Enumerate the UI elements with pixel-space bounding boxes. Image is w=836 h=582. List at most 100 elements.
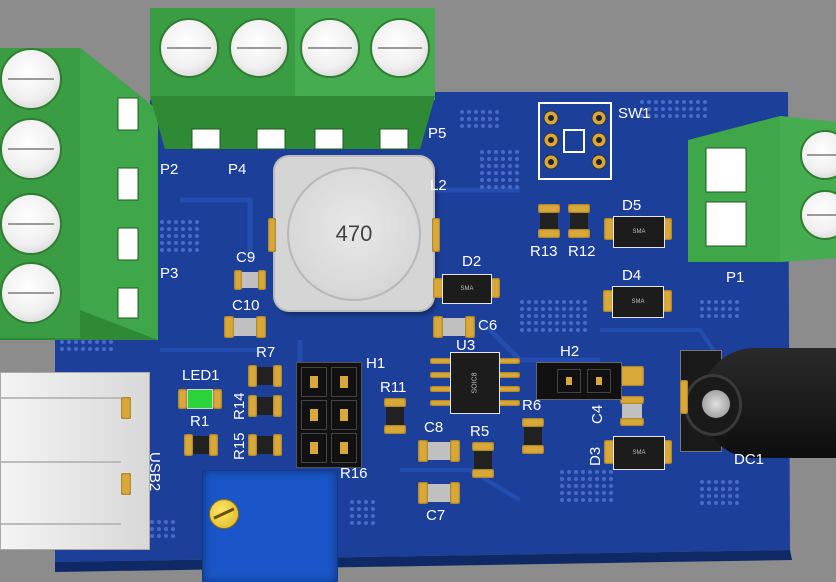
via: [595, 491, 599, 495]
via: [560, 498, 564, 502]
via: [583, 307, 587, 311]
via: [703, 114, 707, 118]
via: [714, 300, 718, 304]
via: [487, 164, 491, 168]
led1: [178, 387, 222, 411]
via: [480, 185, 484, 189]
via: [467, 117, 471, 121]
diode-d5: SMA: [613, 216, 665, 248]
label-r5: R5: [470, 423, 490, 440]
via: [534, 321, 538, 325]
via: [157, 520, 161, 524]
label-u3: U3: [456, 337, 476, 354]
via: [602, 470, 606, 474]
via: [188, 227, 192, 231]
via: [560, 491, 564, 495]
via: [700, 494, 704, 498]
via: [357, 500, 361, 504]
resistor-r14: [248, 395, 282, 417]
via: [682, 107, 686, 111]
via: [364, 514, 368, 518]
via: [707, 494, 711, 498]
via: [150, 527, 154, 531]
screw-terminal: [800, 130, 836, 180]
via: [703, 100, 707, 104]
via: [494, 164, 498, 168]
via: [728, 480, 732, 484]
screw-terminal: [370, 18, 430, 78]
via: [567, 477, 571, 481]
via: [707, 487, 711, 491]
via: [150, 534, 154, 538]
usb-connector-usb2[interactable]: [0, 372, 150, 550]
via: [508, 157, 512, 161]
via: [555, 300, 559, 304]
via: [654, 100, 658, 104]
via: [164, 527, 168, 531]
via: [721, 307, 725, 311]
via: [640, 107, 644, 111]
label-c7: C7: [426, 507, 446, 524]
switch-sw1[interactable]: [536, 100, 616, 182]
dc-jack-dc1[interactable]: [680, 344, 836, 460]
header-h2[interactable]: [536, 362, 622, 400]
via: [576, 321, 580, 325]
via: [157, 534, 161, 538]
via: [700, 300, 704, 304]
via: [562, 314, 566, 318]
header-h1[interactable]: [296, 362, 362, 468]
via: [188, 248, 192, 252]
via: [171, 520, 175, 524]
via: [548, 307, 552, 311]
diode-d3: SMA: [613, 436, 665, 470]
via: [581, 470, 585, 474]
label-p4: P4: [228, 161, 247, 178]
via: [102, 340, 106, 344]
via: [174, 227, 178, 231]
via: [707, 307, 711, 311]
via: [735, 487, 739, 491]
potentiometer[interactable]: [202, 470, 338, 582]
label-c6: C6: [478, 317, 498, 334]
via: [494, 150, 498, 154]
via: [534, 307, 538, 311]
resistor-pad: [620, 366, 644, 386]
label-r6: R6: [522, 397, 542, 414]
capacitor-c4: [620, 396, 644, 426]
via: [474, 124, 478, 128]
via: [160, 227, 164, 231]
screw-terminal: [800, 190, 836, 240]
diode-d2: SMA: [442, 274, 492, 304]
label-h1: H1: [366, 355, 386, 372]
label-c10: C10: [232, 297, 260, 314]
via: [689, 100, 693, 104]
via: [567, 470, 571, 474]
via: [735, 307, 739, 311]
via: [167, 220, 171, 224]
via: [721, 494, 725, 498]
via: [700, 314, 704, 318]
via: [67, 340, 71, 344]
via: [595, 470, 599, 474]
via: [467, 124, 471, 128]
screw-terminal: [229, 18, 289, 78]
via: [350, 507, 354, 511]
via: [714, 314, 718, 318]
via: [689, 114, 693, 118]
via: [508, 185, 512, 189]
via: [364, 500, 368, 504]
via: [534, 314, 538, 318]
via: [74, 347, 78, 351]
via: [520, 328, 524, 332]
via: [541, 300, 545, 304]
via: [501, 178, 505, 182]
via: [60, 340, 64, 344]
capacitor-c8: [418, 440, 460, 462]
via: [501, 171, 505, 175]
via: [714, 494, 718, 498]
via: [661, 100, 665, 104]
resistor-r5: [472, 442, 494, 478]
via: [609, 484, 613, 488]
via: [654, 107, 658, 111]
